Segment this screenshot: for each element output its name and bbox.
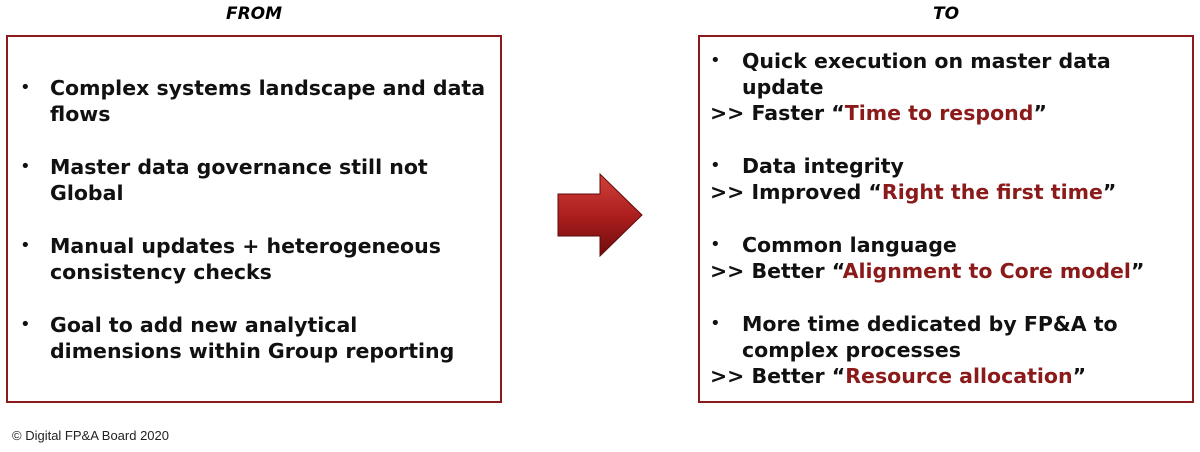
result-highlight: Alignment to Core model (842, 259, 1131, 283)
result-suffix: ” (1130, 259, 1145, 283)
to-item-line: • Data integrity (710, 153, 1186, 179)
from-item-analytical-dimensions: • Goal to add new analytical dimensions … (20, 312, 492, 364)
to-item-more-time: • More time dedicated by FP&A to complex… (710, 311, 1186, 389)
to-item-quick-execution: • Quick execution on master data update … (710, 48, 1186, 126)
to-item-common-language: • Common language >> Better “Alignment t… (710, 232, 1186, 284)
result-prefix: >> Better “ (710, 364, 846, 388)
from-item-governance: • Master data governance still not Globa… (20, 154, 492, 206)
result-highlight: Time to respond (844, 101, 1034, 125)
from-item-text: Complex systems landscape and data flows (50, 76, 486, 126)
bullet-icon: • (20, 314, 31, 335)
from-item-text: Master data governance still not Global (50, 155, 428, 205)
to-list: • Quick execution on master data update … (710, 48, 1186, 416)
result-suffix: ” (1102, 180, 1117, 204)
bullet-icon: • (20, 77, 31, 98)
to-item-result: >> Better “Alignment to Core model” (710, 258, 1186, 284)
from-item-systems-landscape: • Complex systems landscape and data flo… (20, 75, 492, 127)
to-item-text: Common language (742, 233, 957, 257)
result-prefix: >> Faster “ (710, 101, 845, 125)
copyright-notice: © Digital FP&A Board 2020 (12, 428, 169, 443)
bullet-icon: • (20, 235, 31, 256)
to-item-result: >> Better “Resource allocation” (710, 363, 1186, 389)
result-suffix: ” (1072, 364, 1087, 388)
bullet-icon: • (710, 50, 721, 71)
to-item-result: >> Faster “Time to respond” (710, 100, 1186, 126)
from-item-manual-updates: • Manual updates + heterogeneous consist… (20, 233, 492, 285)
to-column-title: TO (932, 4, 960, 24)
result-prefix: >> Better “ (710, 259, 843, 283)
from-panel: • Complex systems landscape and data flo… (6, 35, 502, 403)
to-item-line: • Quick execution on master data update (710, 48, 1186, 100)
to-item-line: • Common language (710, 232, 1186, 258)
to-panel: • Quick execution on master data update … (698, 35, 1194, 403)
from-item-text: Goal to add new analytical dimensions wi… (50, 313, 455, 363)
right-arrow-icon (557, 172, 643, 258)
to-item-text: More time dedicated by FP&A to complex p… (742, 312, 1118, 362)
result-highlight: Right the first time (881, 180, 1103, 204)
bullet-icon: • (20, 156, 31, 177)
result-highlight: Resource allocation (845, 364, 1073, 388)
from-item-text: Manual updates + heterogeneous consisten… (50, 234, 441, 284)
to-item-data-integrity: • Data integrity >> Improved “Right the … (710, 153, 1186, 205)
to-item-text: Data integrity (742, 154, 904, 178)
bullet-icon: • (710, 155, 721, 176)
to-item-text: Quick execution on master data update (742, 49, 1111, 99)
from-column-title: FROM (225, 4, 283, 24)
to-item-line: • More time dedicated by FP&A to complex… (710, 311, 1186, 363)
bullet-icon: • (710, 313, 721, 334)
from-list: • Complex systems landscape and data flo… (20, 75, 492, 391)
to-item-result: >> Improved “Right the first time” (710, 179, 1186, 205)
result-prefix: >> Improved “ (710, 180, 882, 204)
bullet-icon: • (710, 234, 721, 255)
result-suffix: ” (1033, 101, 1047, 125)
